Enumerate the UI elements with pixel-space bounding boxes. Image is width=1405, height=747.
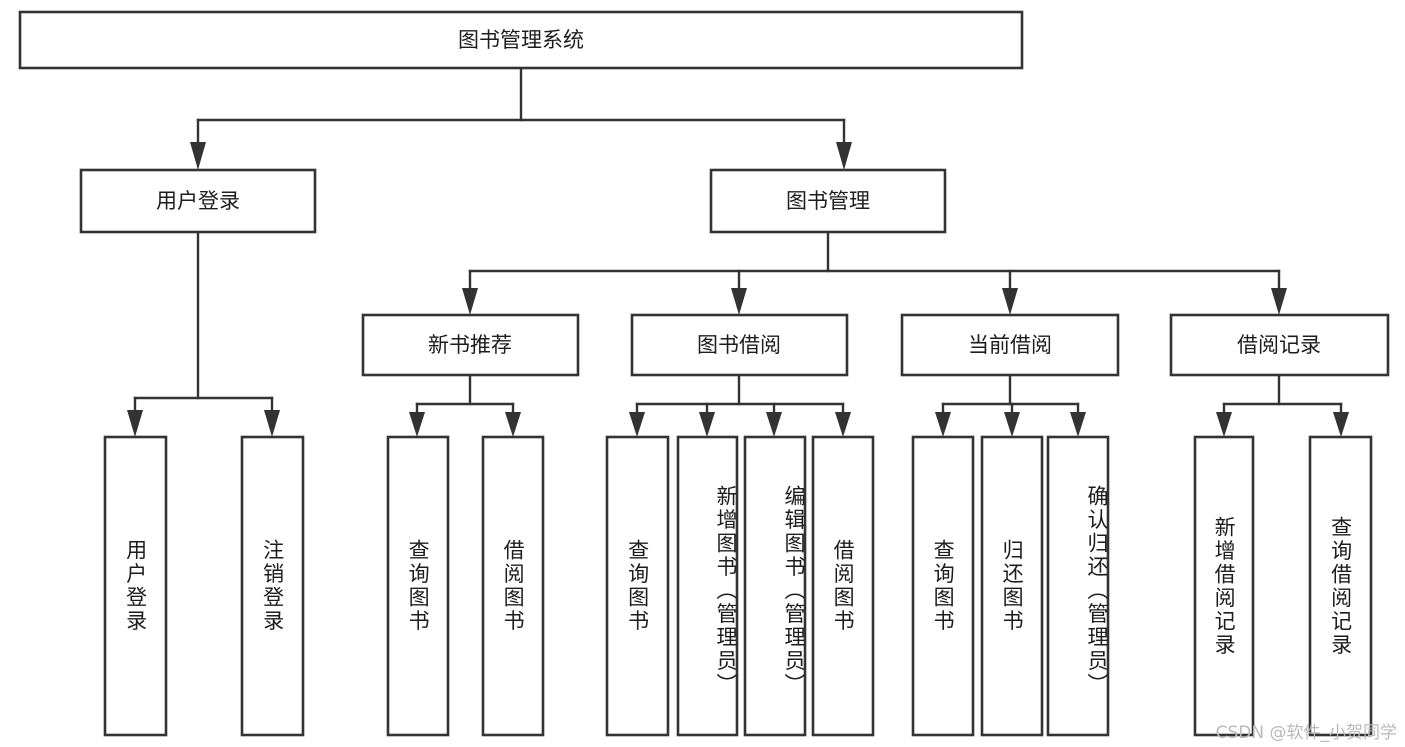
- arrow-head-leaf-return-book: [1004, 412, 1020, 437]
- connector-group-current-borrow: [935, 373, 1086, 437]
- arrow-head-leaf-logout-login: [264, 410, 280, 437]
- node-leaf-add-book[interactable]: [676, 435, 739, 737]
- node-borrow-record-label: 借阅记录: [1237, 333, 1321, 357]
- node-leaf-user-login[interactable]: [103, 435, 168, 737]
- arrow-head-leaf-query-book-1: [409, 412, 425, 437]
- node-leaf-query-record[interactable]: [1308, 435, 1373, 737]
- node-leaf-edit-book[interactable]: [743, 435, 807, 737]
- connector-group-new-book-recommend: [409, 373, 521, 437]
- arrow-head-leaf-query-book-2: [629, 412, 645, 437]
- node-leaf-confirm-return[interactable]: [1046, 435, 1110, 737]
- arrow-head-leaf-borrow-book-2: [835, 412, 851, 437]
- arrow-head-book-manage: [836, 142, 852, 170]
- arrow-head-current-borrow: [1002, 288, 1018, 315]
- node-book-borrow-label: 图书借阅: [697, 333, 781, 357]
- arrow-head-book-borrow: [731, 288, 747, 315]
- node-root-label: 图书管理系统: [458, 28, 584, 52]
- node-leaf-borrow-book-2[interactable]: [811, 435, 875, 737]
- arrow-head-leaf-add-record: [1216, 412, 1232, 437]
- node-book-borrow[interactable]: [630, 313, 849, 377]
- arrow-head-leaf-query-record: [1333, 412, 1349, 437]
- arrow-head-leaf-user-login: [127, 410, 143, 437]
- node-leaf-add-record[interactable]: [1193, 435, 1255, 737]
- node-user-login[interactable]: [79, 168, 317, 234]
- node-leaf-query-book-1[interactable]: [386, 435, 450, 737]
- arrow-head-leaf-query-book-3: [935, 412, 951, 437]
- node-root-图书管理系统[interactable]: [18, 10, 1024, 70]
- arrow-head-leaf-add-book: [699, 412, 715, 437]
- connector-group-book-borrow: [629, 373, 851, 437]
- node-leaf-logout-login[interactable]: [240, 435, 305, 737]
- node-book-manage[interactable]: [709, 168, 947, 234]
- node-leaf-query-book-3[interactable]: [911, 435, 975, 737]
- node-new-book-recommend-label: 新书推荐: [428, 333, 512, 357]
- node-book-manage-label: 图书管理: [786, 189, 870, 213]
- connector-group-user-login: [127, 230, 280, 437]
- node-user-login-label: 用户登录: [156, 189, 240, 213]
- node-current-borrow-label: 当前借阅: [968, 333, 1052, 357]
- node-new-book-recommend[interactable]: [361, 313, 580, 377]
- connector-group-borrow-record: [1216, 373, 1349, 437]
- csdn-watermark: CSDN @软件_小贺同学: [1215, 723, 1397, 743]
- arrow-head-borrow-record: [1271, 288, 1287, 315]
- arrow-head-leaf-edit-book: [766, 412, 782, 437]
- connector-group-book-manage: [462, 230, 1287, 315]
- node-current-borrow[interactable]: [900, 313, 1120, 377]
- arrow-head-new-book-recommend: [462, 288, 478, 315]
- arrow-head-user-login: [190, 142, 206, 170]
- connector-group-root: [190, 66, 852, 170]
- node-borrow-record[interactable]: [1169, 313, 1390, 377]
- arrow-head-leaf-confirm-return: [1070, 412, 1086, 437]
- node-leaf-query-book-2[interactable]: [605, 435, 670, 737]
- node-leaf-return-book[interactable]: [980, 435, 1044, 737]
- node-leaf-borrow-book-1[interactable]: [481, 435, 545, 737]
- arrow-head-leaf-borrow-book-1: [505, 412, 521, 437]
